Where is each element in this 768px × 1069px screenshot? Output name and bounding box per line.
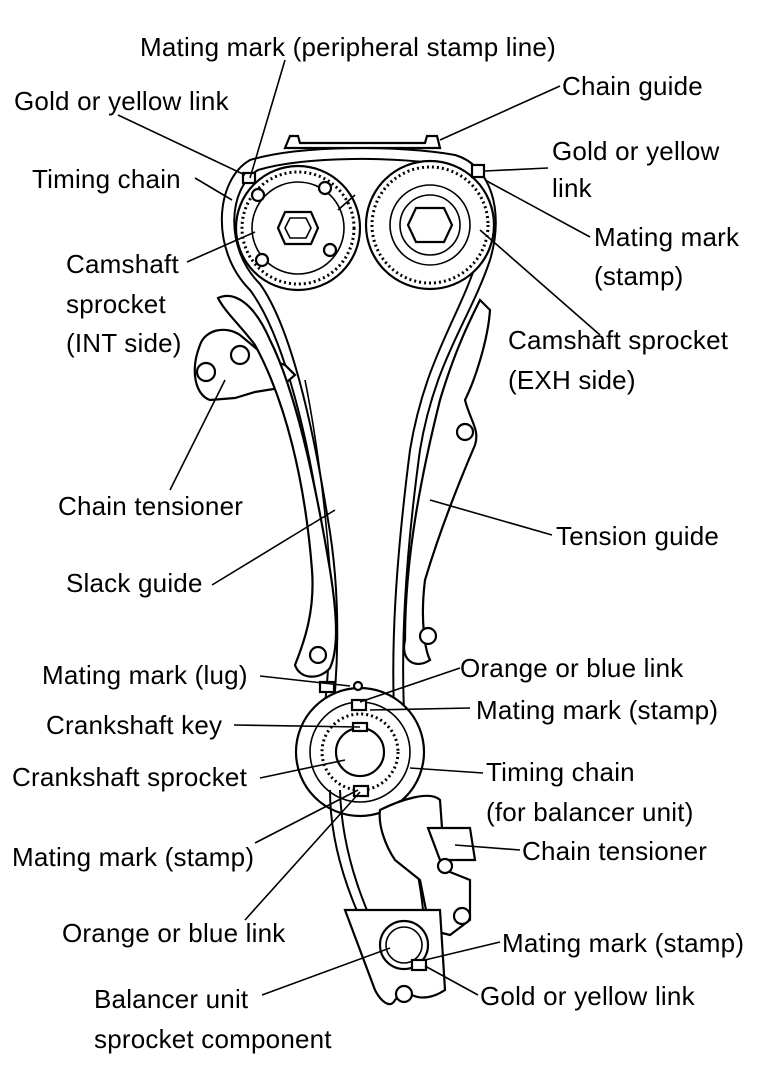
tension-guide-bolt-upper <box>455 422 475 442</box>
mating-mark-lug-dot <box>352 680 364 692</box>
label-mating-mark-lug: Mating mark (lug) <box>42 660 248 690</box>
label-camshaft-int-2: sprocket <box>66 289 166 319</box>
label-gold-yellow-link-bottom: Gold or yellow link <box>480 981 696 1011</box>
engine-drawing <box>193 134 497 1006</box>
label-timing-chain-balancer-1: Timing chain <box>486 757 635 787</box>
chain-tensioner-upper <box>193 328 297 402</box>
label-camshaft-int-3: (INT side) <box>66 328 182 358</box>
tension-guide-shape <box>402 298 492 665</box>
chain-tensioner-lower <box>378 794 477 937</box>
label-orange-blue-link-lower: Orange or blue link <box>62 918 286 948</box>
tension-guide-bolt-lower <box>418 626 438 646</box>
label-mating-mark-stamp-lower: Mating mark (stamp) <box>12 842 254 872</box>
label-camshaft-exh-1: Camshaft sprocket <box>508 325 729 355</box>
label-balancer-unit-2: sprocket component <box>94 1024 332 1054</box>
mating-mark-lug-shape <box>318 680 336 694</box>
label-mating-mark-stamp-top-1: Mating mark <box>594 222 740 252</box>
labels: Mating mark (peripheral stamp line) Chai… <box>12 32 744 1054</box>
label-timing-chain-balancer-2: (for balancer unit) <box>486 797 694 827</box>
label-tension-guide: Tension guide <box>556 521 719 551</box>
label-timing-chain: Timing chain <box>32 164 181 194</box>
label-chain-tensioner: Chain tensioner <box>58 491 243 521</box>
label-gold-yellow-link-right-1: Gold or yellow <box>552 136 720 166</box>
leader-lines <box>117 59 601 996</box>
label-camshaft-int-1: Camshaft <box>66 249 179 279</box>
label-mating-mark-peripheral: Mating mark (peripheral stamp line) <box>140 32 556 62</box>
label-chain-tensioner-lower: Chain tensioner <box>522 836 707 866</box>
orange-link-mark-lower <box>352 784 370 798</box>
label-orange-blue-link-upper: Orange or blue link <box>460 653 684 683</box>
label-gold-yellow-link-right-2: link <box>552 173 593 203</box>
label-camshaft-exh-2: (EXH side) <box>508 365 636 395</box>
label-slack-guide: Slack guide <box>66 568 203 598</box>
label-balancer-unit-1: Balancer unit <box>94 984 249 1014</box>
label-mating-mark-stamp-mid: Mating mark (stamp) <box>476 695 718 725</box>
chain-guide-shape <box>283 134 442 150</box>
camshaft-sprocket-exh <box>364 159 496 291</box>
label-gold-yellow-link-left: Gold or yellow link <box>14 86 230 116</box>
label-mating-mark-stamp-bottom: Mating mark (stamp) <box>502 928 744 958</box>
slack-guide-shape <box>216 294 338 678</box>
gold-link-mark-left <box>241 171 257 185</box>
label-crankshaft-sprocket: Crankshaft sprocket <box>12 762 248 792</box>
balancer-unit-sprocket <box>343 908 447 1006</box>
label-crankshaft-key: Crankshaft key <box>46 710 222 740</box>
label-mating-mark-stamp-top-2: (stamp) <box>594 261 684 291</box>
slack-guide-bolt <box>308 645 328 665</box>
camshaft-sprocket-int <box>234 164 362 292</box>
orange-link-mark-upper <box>350 698 368 712</box>
label-chain-guide: Chain guide <box>562 71 703 101</box>
gold-link-mark-right <box>470 163 486 179</box>
